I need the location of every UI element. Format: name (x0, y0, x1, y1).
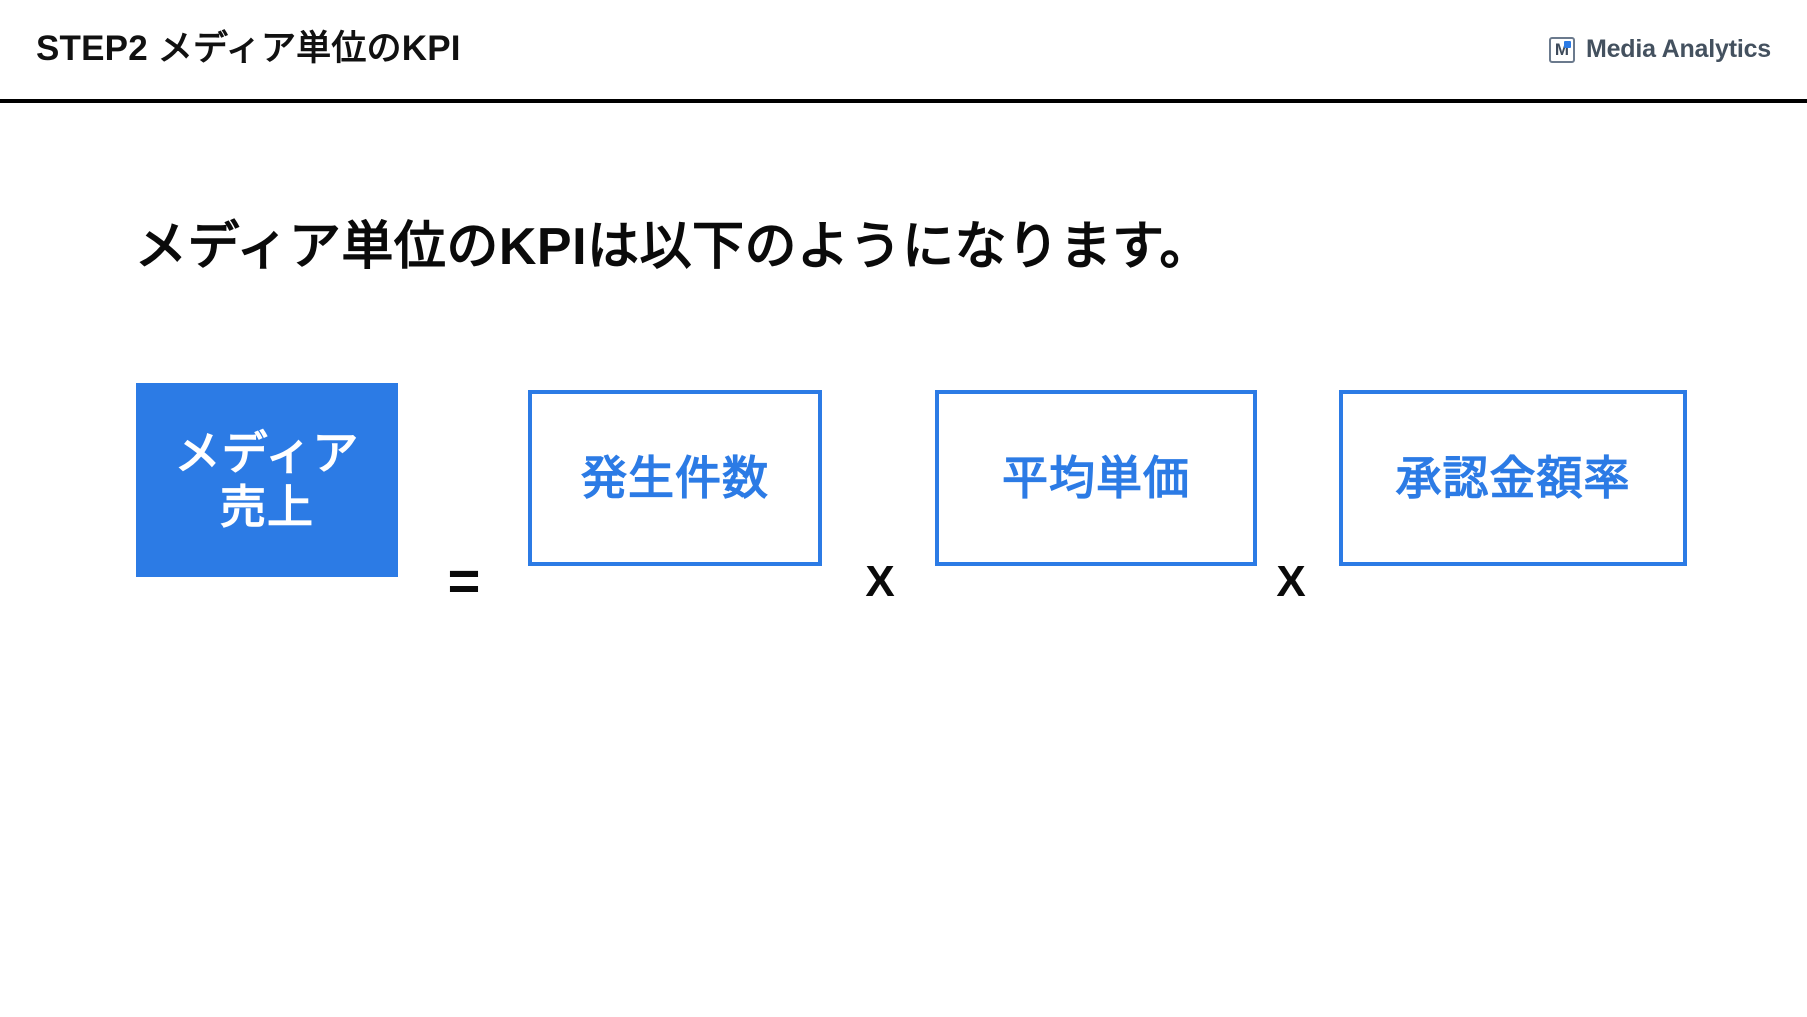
formula-operator-times-1: X (865, 557, 895, 606)
formula-operator-equals: = (447, 549, 481, 612)
brand-logo: M Media Analytics (1548, 35, 1771, 64)
slide-body: メディア単位のKPIは以下のようになります。 メディア 売上 = 発生件数 X … (0, 103, 1807, 1017)
slide-header: STEP2 メディア単位のKPI M Media Analytics (0, 0, 1807, 103)
formula-term-approved-amount-rate: 承認金額率 (1339, 390, 1687, 566)
formula-term-label: 発生件数 (581, 451, 769, 504)
formula-term-occurrence-count: 発生件数 (528, 390, 822, 566)
formula-term-label: メディア 売上 (174, 426, 360, 533)
brand-name: Media Analytics (1585, 35, 1771, 63)
formula-operator-times-2: X (1276, 557, 1306, 606)
formula-term-media-sales: メディア 売上 (136, 383, 398, 577)
logo-accent-dot-icon (1563, 40, 1571, 48)
formula-term-label: 承認金額率 (1395, 451, 1631, 504)
kpi-formula: メディア 売上 = 発生件数 X 平均単価 X 承認金額率 (0, 368, 1807, 609)
media-analytics-logo-icon: M (1548, 36, 1575, 63)
page-title: STEP2 メディア単位のKPI (36, 29, 461, 69)
lead-heading: メディア単位のKPIは以下のようになります。 (135, 218, 1212, 276)
formula-term-average-unit-price: 平均単価 (935, 390, 1257, 566)
formula-term-label: 平均単価 (1002, 451, 1190, 504)
